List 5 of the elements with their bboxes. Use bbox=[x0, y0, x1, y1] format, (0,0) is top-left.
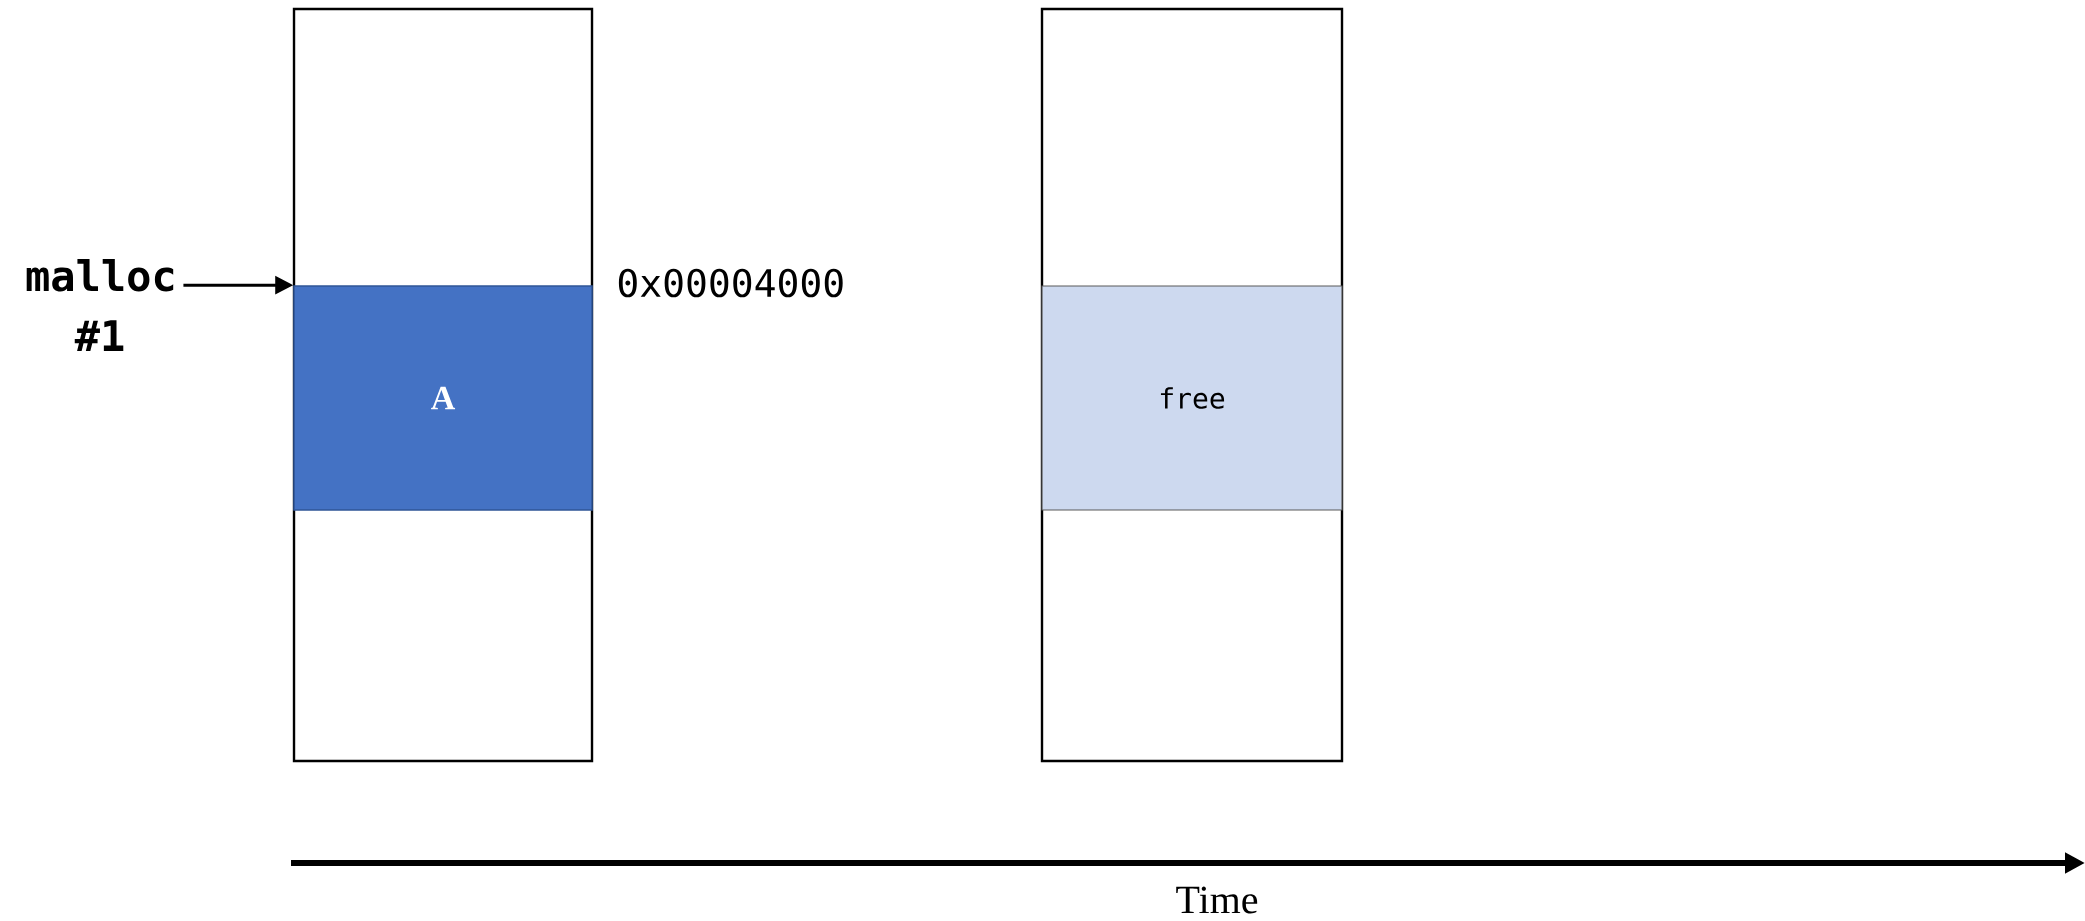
axis-label: Time bbox=[1176, 886, 1258, 914]
free-block: free bbox=[1041, 285, 1343, 511]
call-label: malloc #1 bbox=[26, 259, 174, 351]
address-label: 0x00004000 bbox=[618, 268, 843, 298]
allocated-block: A bbox=[293, 285, 593, 511]
